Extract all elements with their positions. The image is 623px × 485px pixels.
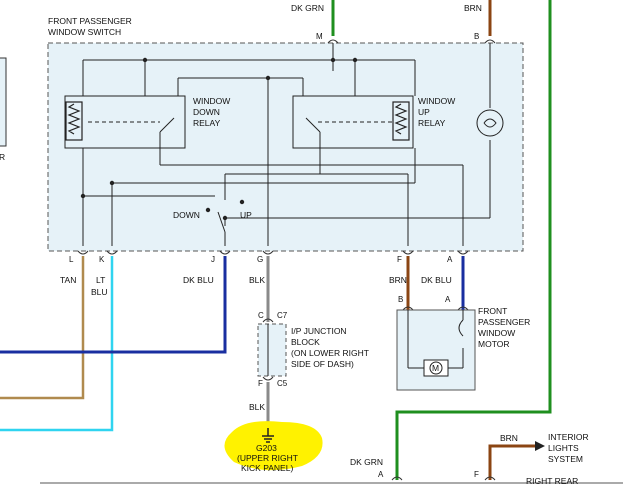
junction-pin-f: F	[258, 379, 263, 388]
pin-b-top: B	[474, 32, 479, 41]
ground-text-3: KICK PANEL)	[241, 463, 293, 473]
up-relay-label-3: RELAY	[418, 118, 446, 128]
up-relay-label-1: WINDOW	[418, 96, 455, 106]
wire-tan	[0, 256, 85, 400]
junction-text-1: I/P JUNCTION	[291, 326, 347, 336]
connector-bottom-f	[484, 476, 496, 481]
wire-label-blu: BLU	[91, 287, 108, 297]
switch-title-line1: FRONT PASSENGER	[48, 16, 132, 26]
connector-motor-b	[402, 306, 414, 311]
wire-label-tan: TAN	[60, 275, 76, 285]
junction-text-4: SIDE OF DASH)	[291, 359, 354, 369]
motor-icon: M	[423, 359, 449, 377]
interior-wire-label: BRN	[500, 433, 518, 443]
pin-a: A	[447, 255, 453, 264]
connector-c7	[262, 318, 274, 323]
wire-label-brn-motor: BRN	[389, 275, 407, 285]
switch-down-label: DOWN	[173, 210, 200, 220]
wire-label-blk-2: BLK	[249, 402, 265, 412]
connector-c5	[262, 376, 274, 381]
connector-b-top	[484, 39, 496, 44]
pin-g: G	[257, 255, 263, 264]
switch-up-label: UP	[240, 210, 252, 220]
down-relay-label-1: WINDOW	[193, 96, 230, 106]
down-relay-coil	[65, 101, 83, 141]
junction-text-3: (ON LOWER RIGHT	[291, 348, 369, 358]
interior-pin-f: F	[474, 470, 479, 479]
wire-lt-blu	[0, 256, 114, 432]
motor-text-1: FRONT	[478, 306, 507, 316]
switch-internal-wiring	[64, 43, 491, 246]
junction-conn-c5: C5	[277, 379, 288, 388]
ground-highlight	[224, 421, 323, 471]
pin-m: M	[316, 32, 323, 41]
pin-k: K	[99, 255, 105, 264]
up-relay-coil	[392, 101, 410, 141]
wire-label-lt: LT	[96, 275, 105, 285]
motor-symbol: M	[432, 363, 439, 373]
lamp-icon	[476, 109, 504, 137]
wire-brn-interior	[488, 444, 535, 480]
window-motor-box	[396, 309, 476, 391]
motor-internal-wiring	[407, 310, 464, 369]
junction-conn-c7: C7	[277, 311, 288, 320]
wire-label-blk-1: BLK	[249, 275, 265, 285]
bottom-pin-a: A	[378, 470, 384, 479]
wire-label-brn: BRN	[464, 3, 482, 13]
junction-dots	[80, 57, 358, 221]
motor-text-3: WINDOW	[478, 328, 515, 338]
connector-bottom-a	[391, 476, 403, 481]
junction-text-2: BLOCK	[291, 337, 320, 347]
bottom-wire-dk-grn: DK GRN	[350, 457, 383, 467]
motor-text-2: PASSENGER	[478, 317, 530, 327]
lamp-filament	[483, 118, 497, 128]
pin-f: F	[397, 255, 402, 264]
motor-pin-a: A	[445, 295, 451, 304]
ground-text-1: G203	[256, 443, 277, 453]
wire-dk-blu	[0, 256, 227, 354]
ip-junction-block	[257, 323, 287, 377]
ground-text-2: (UPPER RIGHT	[237, 453, 298, 463]
wire-label-dk-grn: DK GRN	[291, 3, 324, 13]
down-relay-label-2: DOWN	[193, 107, 220, 117]
connector-motor-a	[457, 306, 469, 311]
left-partial-component	[0, 57, 7, 147]
front-passenger-window-switch	[47, 42, 524, 252]
switch-bottom-connectors	[77, 250, 469, 255]
left-edge-letter: R	[0, 152, 5, 162]
ground-symbol-icon	[262, 428, 274, 443]
wire-label-dk-blu: DK BLU	[183, 275, 214, 285]
motor-text-4: MOTOR	[478, 339, 509, 349]
wire-dk-grn-return	[395, 0, 552, 480]
pin-j: J	[211, 255, 215, 264]
interior-text-3: SYSTEM	[548, 454, 583, 464]
pin-l: L	[69, 255, 74, 264]
motor-pin-b: B	[398, 295, 403, 304]
down-relay-label-3: RELAY	[193, 118, 221, 128]
arrow-right-icon	[535, 441, 545, 451]
bottom-right-rear: RIGHT REAR	[526, 476, 578, 485]
up-relay-label-2: UP	[418, 107, 430, 117]
interior-text-2: LIGHTS	[548, 443, 579, 453]
switch-title-line2: WINDOW SWITCH	[48, 27, 121, 37]
junction-pin-c: C	[258, 311, 264, 320]
wire-label-dk-blu-motor: DK BLU	[421, 275, 452, 285]
connector-m	[327, 39, 339, 44]
interior-text-1: INTERIOR	[548, 432, 589, 442]
